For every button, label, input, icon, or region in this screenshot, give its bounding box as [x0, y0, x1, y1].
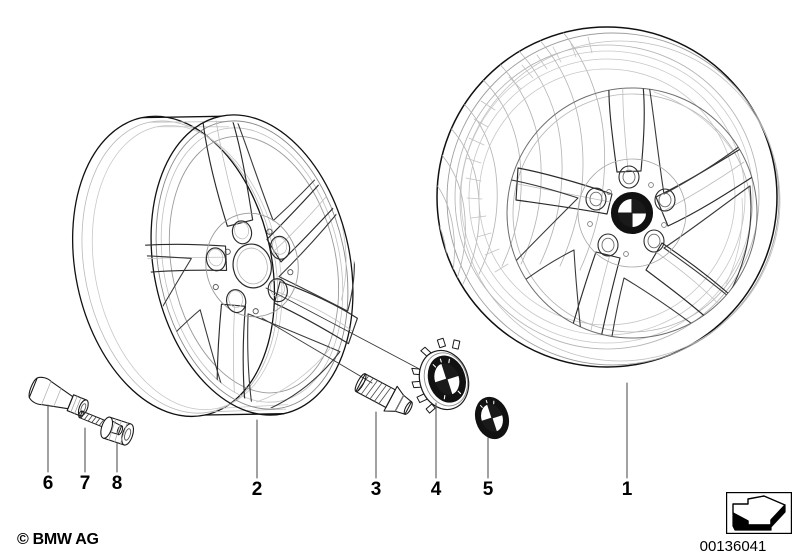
part-bmw-emblem-badge: [474, 396, 510, 440]
callout-4: 4: [430, 479, 442, 500]
part-alloy-wheel-rim: [71, 108, 358, 418]
callout-7: 7: [79, 473, 91, 494]
part-wheel-bolt: [354, 373, 413, 415]
three-d-arrow-icon: [726, 492, 792, 534]
bmw-roundel-on-assembly: [610, 191, 654, 235]
callout-leader-lines: [47, 382, 628, 479]
callout-3: 3: [370, 479, 382, 500]
callout-6: 6: [42, 473, 54, 494]
part-wheel-stud-guide-tool: [28, 376, 89, 417]
copyright-notice: © BMW AG: [17, 531, 99, 548]
callout-5: 5: [482, 479, 494, 500]
drawing-number: 00136041: [699, 538, 767, 555]
callout-8: 8: [111, 473, 123, 494]
part-hub-cap-with-emblem: [411, 337, 470, 414]
callout-2: 2: [251, 479, 263, 500]
part-cap-sleeve: [100, 416, 135, 446]
callout-1: 1: [621, 479, 633, 500]
